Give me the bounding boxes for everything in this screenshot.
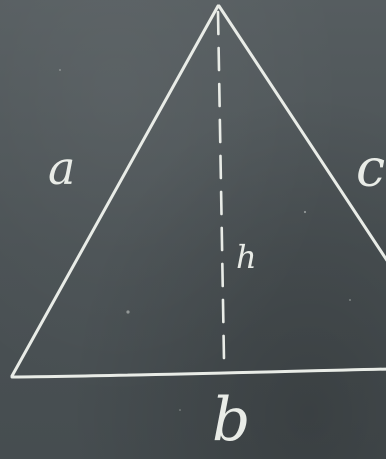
label-side-c: c (356, 139, 385, 199)
triangle-base-b (10, 367, 386, 379)
label-base-b: b (212, 385, 250, 455)
triangle-side-a (10, 4, 220, 378)
chalk-dust (59, 69, 351, 411)
triangle-side-c (217, 4, 386, 262)
label-side-a: a (48, 141, 75, 195)
height-line-h (216, 10, 226, 362)
label-height-h: h (236, 238, 257, 276)
